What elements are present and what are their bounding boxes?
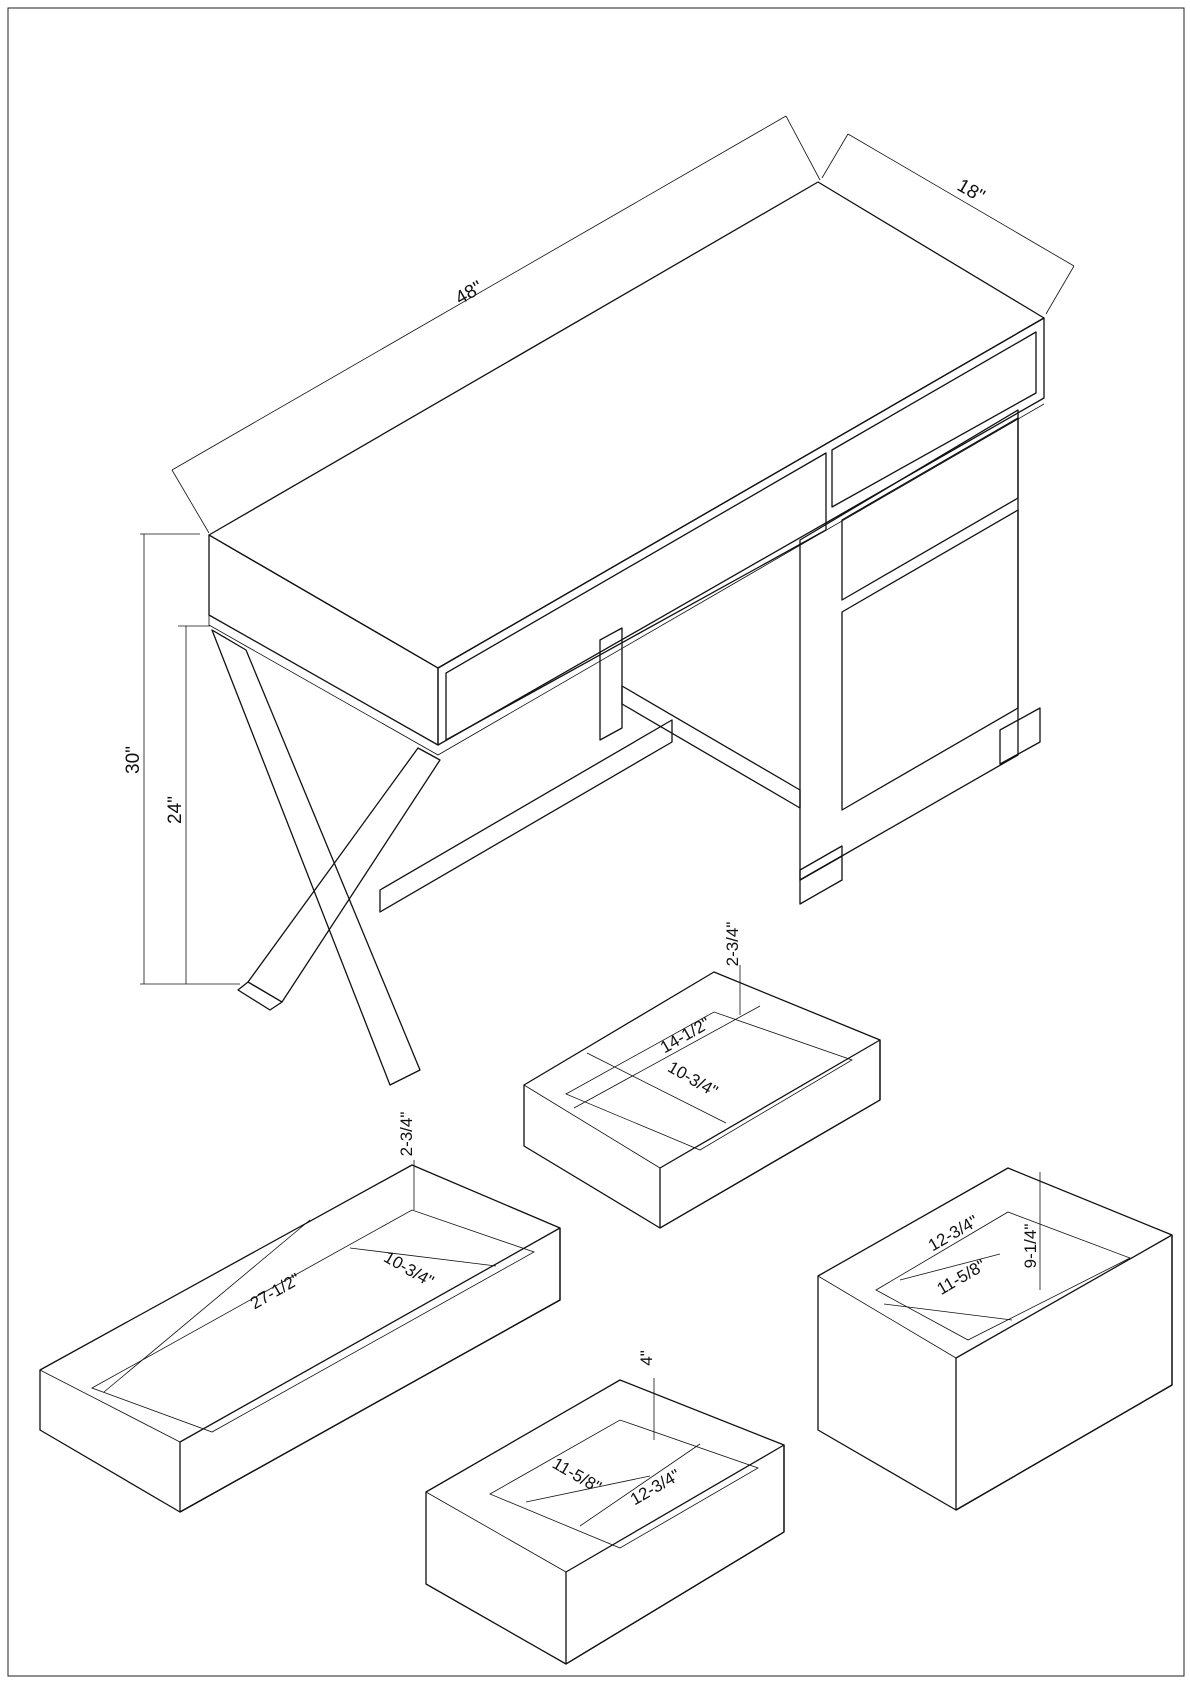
back-post (599, 627, 623, 741)
pedestal-door (841, 509, 1019, 811)
desk-front-apron (208, 534, 439, 746)
pedestal-leg-front (799, 855, 843, 905)
drawer-bottom-front (955, 1234, 1173, 1511)
drawer-bottom-height: 9-1/4" (1021, 1224, 1040, 1269)
desk-knee-height-label: 24" (165, 796, 186, 824)
drawer-middle-width: 12-3/4" (627, 1465, 683, 1509)
drawer-top-small-front (659, 1039, 881, 1229)
desk-side-apron (437, 317, 1045, 746)
drawer-bottom-width: 11-5/8" (934, 1256, 989, 1299)
sheet-border (7, 7, 1185, 1677)
side-stretcher (621, 685, 801, 809)
drawer-top-long-length: 27-1/2" (247, 1269, 303, 1313)
pedestal-leg-back (999, 707, 1041, 765)
drawer-top-long-front (179, 1227, 561, 1513)
drawer-top-small-body (523, 971, 881, 1229)
drawer-top-small-width: 10-3/4" (665, 1057, 721, 1101)
drawer-top-long: 27-1/2" 10-3/4" 2-3/4" (39, 1112, 561, 1513)
drawer-middle-body (425, 1379, 785, 1665)
desk-drawer-front-large (445, 452, 827, 741)
desk-width-label: 48" (452, 277, 487, 309)
drawer-top-long-width: 10-3/4" (381, 1247, 437, 1291)
pedestal-body (799, 409, 1019, 881)
drawer-middle-height: 4" (637, 1350, 656, 1366)
desk-top (208, 181, 1045, 669)
drawer-top-small-length: 14-1/2" (657, 1013, 713, 1057)
pedestal-drawer (841, 417, 1019, 601)
drawer-bottom: 12-3/4" 11-5/8" 9-1/4" (817, 1167, 1173, 1511)
front-stretcher (379, 719, 673, 913)
x-leg-b (247, 747, 441, 1003)
drawer-bottom-length: 12-3/4" (925, 1211, 981, 1255)
drawer-middle-front (565, 1444, 785, 1665)
desk-drawer-front-small (831, 331, 1037, 508)
drawer-middle-length: 11-5/8" (549, 1454, 604, 1497)
drawer-middle: 11-5/8" 12-3/4" 4" (425, 1350, 785, 1665)
drawer-top-long-height: 2-3/4" (397, 1112, 416, 1157)
desk-dimensions: 48" 18" 30" 24" (123, 115, 1075, 985)
apron-edge (208, 403, 1045, 756)
desk-height-label: 30" (123, 746, 144, 774)
x-leg-a (211, 629, 421, 1086)
desk-depth-label: 18" (953, 175, 988, 207)
drawer-top-small-height: 2-3/4" (723, 922, 742, 967)
x-leg-b-foot (237, 981, 283, 1011)
drawer-top-small: 14-1/2" 10-3/4" 2-3/4" (523, 922, 881, 1229)
desk-drawing (208, 181, 1045, 1086)
pedestal-leg-top (799, 845, 843, 881)
